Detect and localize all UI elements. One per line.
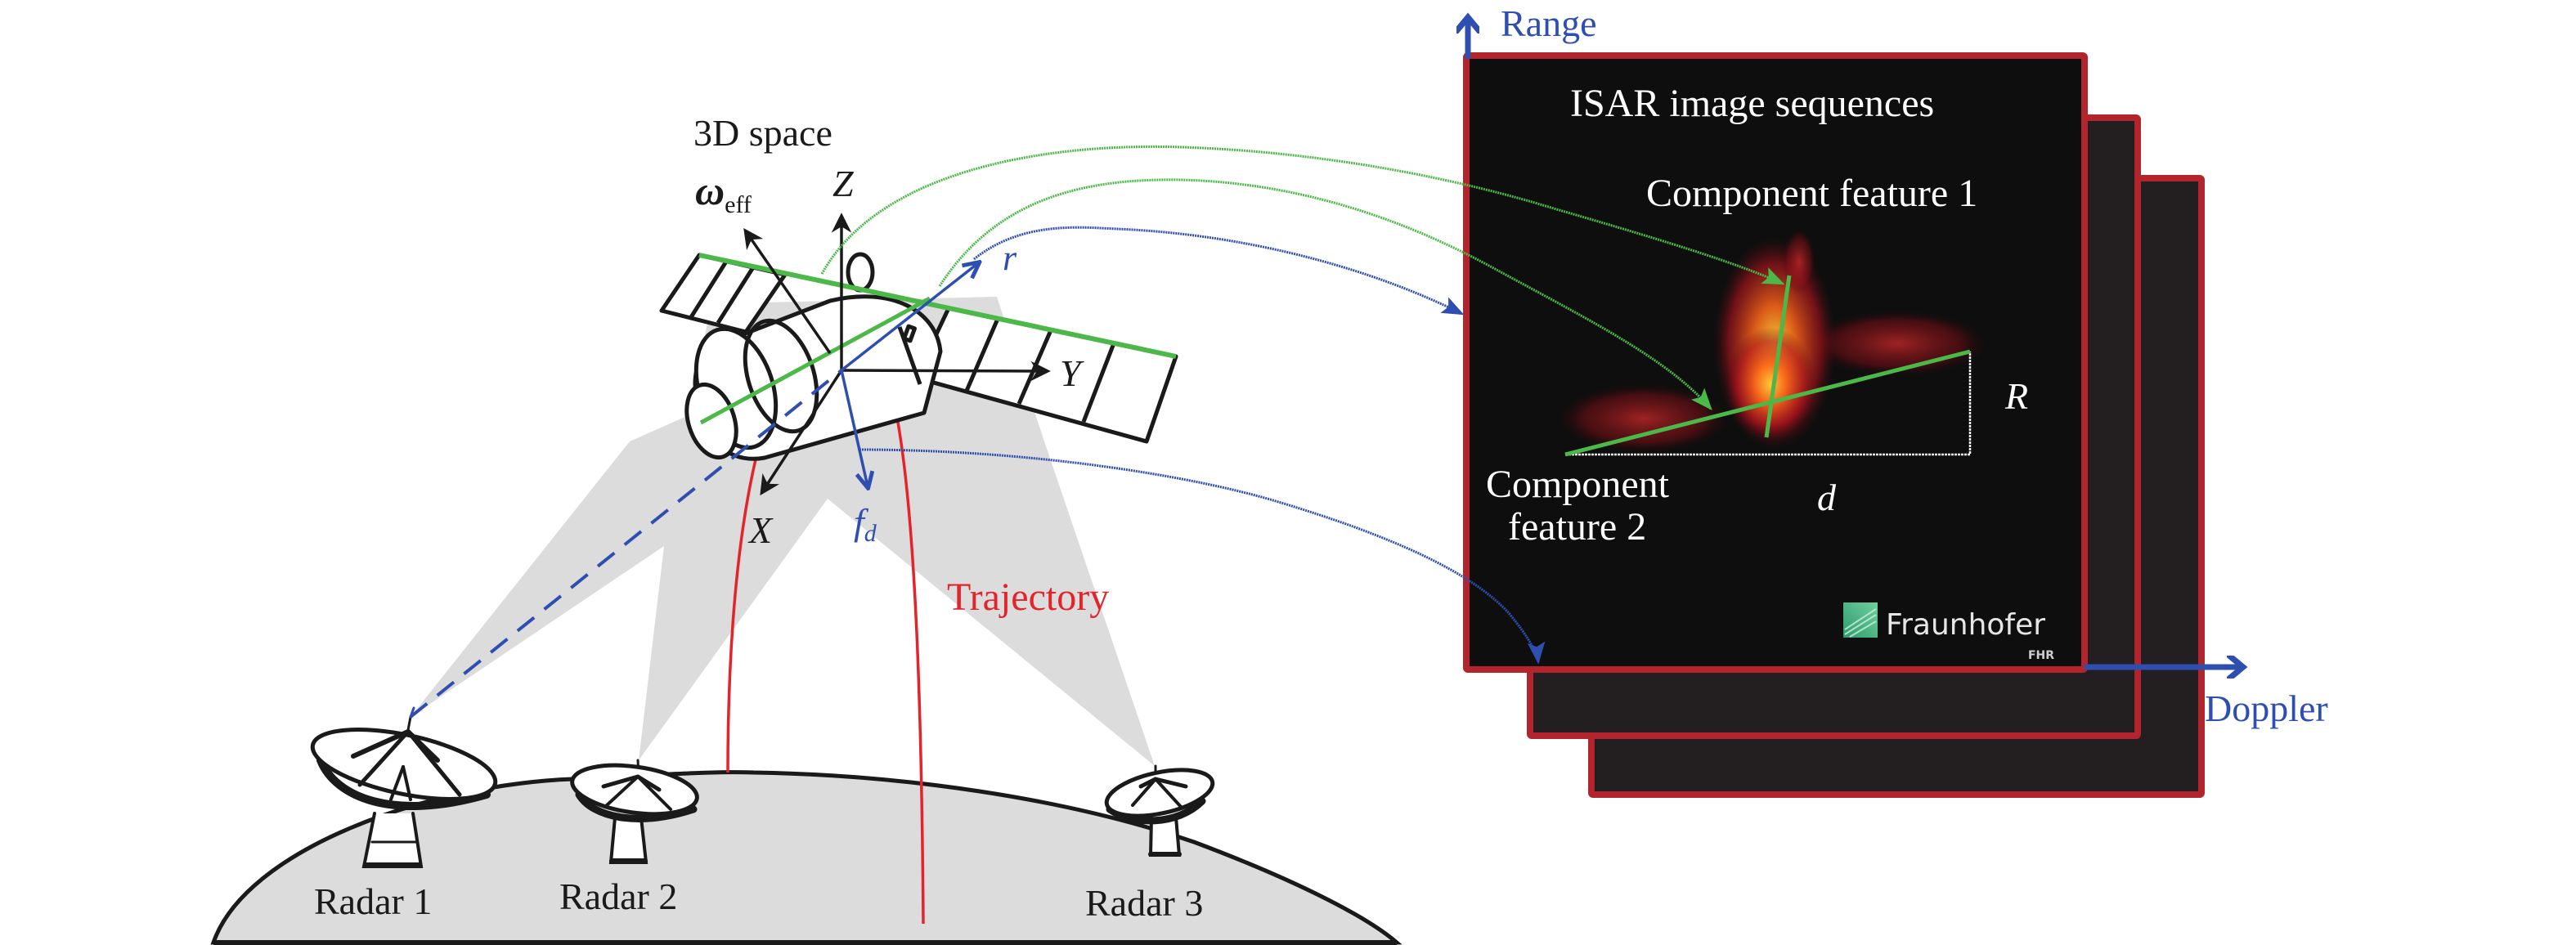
satellite-end-cap [684, 382, 738, 460]
radar-3-label: Radar 3 [1085, 882, 1203, 924]
omega-subscript: eff [725, 191, 752, 218]
component-feature-1-label: Component feature 1 [1646, 172, 1977, 215]
radar-3 [1104, 764, 1215, 857]
r-axis-label: r [1003, 238, 1017, 278]
omega-label: ωeff [695, 168, 752, 218]
component-feature-2-line1: Component [1486, 463, 1670, 506]
trajectory-label: Trajectory [947, 576, 1109, 619]
isar-feature-line-1 [1764, 275, 1792, 438]
scene-title: 3D space [693, 112, 832, 154]
r-dimension-label: R [2004, 375, 2028, 417]
z-axis-label: Z [832, 163, 854, 204]
mapping-curve-range [973, 226, 1465, 316]
isar-title: ISAR image sequences [1570, 82, 1934, 125]
mapping-curve-feature-1 [820, 145, 1785, 285]
mapping-curve-doppler [859, 448, 1546, 665]
beam-radar-1 [411, 392, 740, 717]
geometry-triangle [1565, 352, 1972, 456]
satellite-antenna [846, 252, 875, 293]
x-axis [760, 369, 843, 496]
isar-feature-line-2 [1564, 349, 1971, 457]
radar-2-label: Radar 2 [559, 876, 677, 917]
omega-symbol: ω [695, 168, 725, 213]
fraunhofer-logo: Fraunhofer FHR [1843, 602, 2054, 662]
beam-radar-2 [639, 302, 828, 760]
radar-3-dish [1104, 768, 1215, 818]
fraunhofer-logo-sub: FHR [2028, 649, 2054, 662]
fd-subscript: d [864, 520, 877, 547]
x-axis-label: X [747, 509, 774, 551]
d-dimension-label: d [1817, 477, 1837, 518]
fraunhofer-logo-text: Fraunhofer [1886, 608, 2045, 642]
radar-1-dish [310, 728, 498, 801]
radar-2 [570, 759, 699, 864]
doppler-axis-label: Doppler [2205, 687, 2328, 729]
radar-1 [310, 706, 498, 868]
y-axis [841, 361, 1051, 382]
line-of-sight-radar-1 [409, 369, 843, 719]
y-axis-label: Y [1060, 352, 1084, 394]
omega-axis [743, 227, 832, 354]
radar-2-dish [570, 763, 699, 817]
mapping-curve-feature-2 [938, 178, 1712, 411]
feature-line-body [699, 296, 931, 425]
range-axis-label: Range [1501, 2, 1597, 44]
radar-1-label: Radar 1 [314, 880, 432, 922]
fd-axis [840, 369, 868, 486]
feature-line-panels [698, 253, 1177, 359]
r-axis [840, 263, 978, 372]
component-feature-2-line2: feature 2 [1508, 505, 1646, 549]
